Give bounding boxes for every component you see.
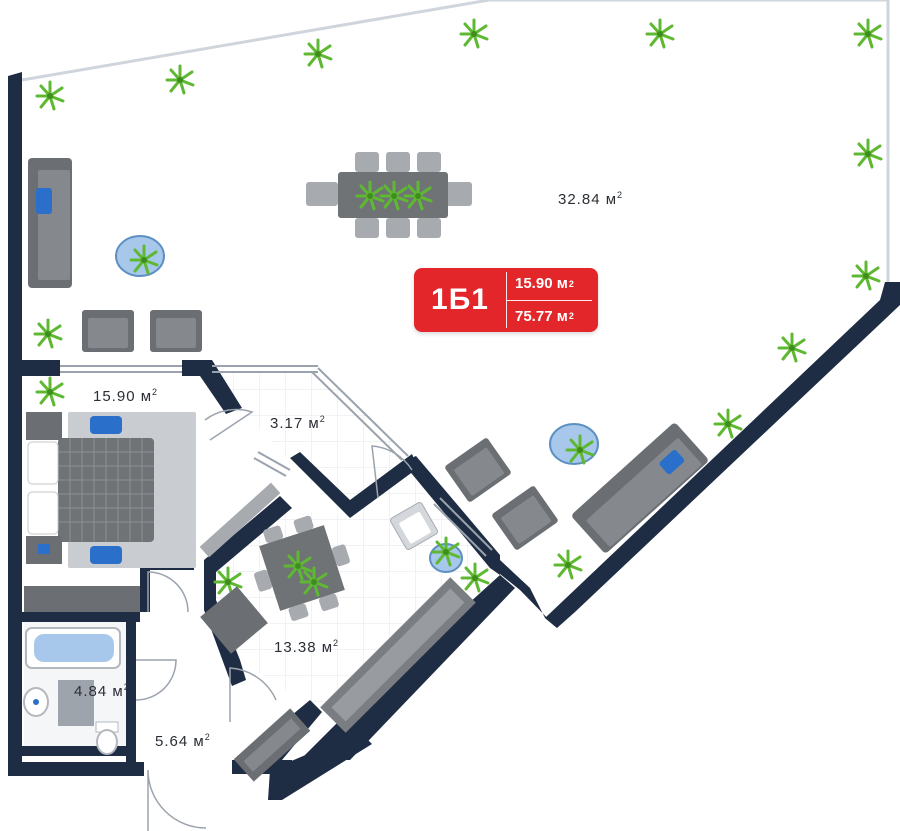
bedroom-wardrobe bbox=[24, 586, 140, 612]
terrace-right-armchair bbox=[445, 438, 511, 502]
kitchen-side-table bbox=[429, 536, 463, 573]
terrace-right-table bbox=[549, 423, 599, 465]
terrace-railing bbox=[21, 0, 890, 290]
hall-floor bbox=[200, 370, 412, 510]
bath-mat bbox=[58, 680, 94, 726]
doors bbox=[135, 408, 413, 831]
kitchen-armchair bbox=[390, 502, 438, 550]
terrace-right-sofa bbox=[572, 423, 708, 553]
bathtub bbox=[25, 627, 121, 669]
hallway-wardrobe bbox=[233, 708, 311, 782]
kitchen-area-label: 13.38 м2 bbox=[274, 638, 339, 656]
terrace-dining-set bbox=[306, 152, 472, 238]
bedroom-tv-console bbox=[199, 482, 281, 558]
terrace-right-armchair bbox=[492, 486, 558, 550]
terrace-left-sofa bbox=[28, 158, 72, 288]
apartment-code: 1Б1 bbox=[431, 283, 489, 316]
kitchen-cabinet bbox=[200, 586, 268, 654]
badge-divider bbox=[506, 272, 507, 328]
terrace-area-label: 32.84 м2 bbox=[558, 190, 623, 208]
terrace-side-table bbox=[115, 235, 165, 277]
bathroom-area-label: 4.84 м2 bbox=[74, 682, 130, 700]
kitchen-counter bbox=[320, 577, 476, 733]
toilet bbox=[95, 721, 119, 755]
terrace-armchair bbox=[150, 310, 202, 352]
corridor-area-label: 5.64 м2 bbox=[155, 732, 211, 750]
hall-area-label: 3.17 м2 bbox=[270, 414, 326, 432]
terrace-armchair bbox=[82, 310, 134, 352]
sink bbox=[23, 687, 49, 717]
nightstand bbox=[26, 412, 62, 564]
bedroom-area-label: 15.90 м2 bbox=[93, 387, 158, 405]
bed bbox=[27, 416, 154, 564]
windows bbox=[60, 365, 493, 557]
